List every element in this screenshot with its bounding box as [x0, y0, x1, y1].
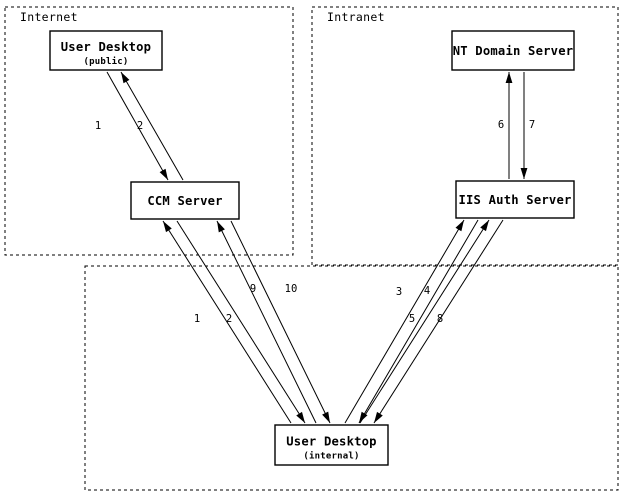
edge-line-edge-4	[358, 219, 479, 424]
arrow-head-edge-7	[520, 168, 528, 179]
arrow-head-edge-3	[455, 220, 464, 232]
zones-layer: Internet Intranet	[4, 6, 619, 491]
arrow-head-edge-10	[322, 411, 330, 423]
node-box-user-desktop-public[interactable]	[49, 30, 163, 71]
edge-edge-8	[373, 219, 504, 424]
edge-line-edge-5	[359, 219, 490, 424]
edge-edge-2-public	[120, 71, 184, 181]
edge-edge-10	[230, 220, 331, 424]
node-subtitle-user-desktop-public: (public)	[84, 56, 129, 67]
edge-line-edge-10	[230, 220, 331, 424]
edge-label-edge-7: 7	[529, 119, 535, 131]
edge-line-edge-8	[373, 219, 504, 424]
node-nt-domain-server[interactable]: NT Domain Server	[451, 30, 575, 71]
edge-edge-1-public	[106, 71, 169, 181]
node-box-user-desktop-internal[interactable]	[274, 424, 389, 466]
edge-line-edge-2-internal	[176, 220, 306, 424]
edge-edge-5	[359, 219, 490, 424]
edge-line-edge-2-public	[120, 71, 184, 181]
node-subtitle-user-desktop-internal: (internal)	[303, 451, 359, 462]
zone-label-internet: Internet	[20, 10, 78, 24]
node-box-ccm-server[interactable]	[130, 181, 240, 220]
edge-label-edge-1-internal: 1	[194, 313, 200, 325]
node-ccm-server[interactable]: CCM Server	[130, 181, 240, 220]
arrow-head-edge-2-internal	[296, 411, 305, 423]
nodes-layer: User Desktop (public) CCM Server NT Domain …	[49, 30, 575, 466]
edge-label-edge-2-internal: 2	[226, 313, 232, 325]
edge-label-edge-6: 6	[498, 119, 504, 131]
edge-edge-1-internal	[162, 220, 292, 424]
arrow-head-edge-9	[217, 221, 225, 233]
arrow-head-edge-1-public	[159, 168, 168, 180]
node-user-desktop-internal[interactable]: User Desktop (internal)	[274, 424, 389, 466]
node-iis-auth-server[interactable]: IIS Auth Server	[455, 180, 575, 219]
edge-label-edge-3: 3	[396, 286, 402, 298]
edges-layer	[106, 71, 528, 424]
edge-line-edge-3	[344, 219, 465, 424]
arrow-head-edge-8	[374, 411, 383, 423]
edge-edge-2-internal	[176, 220, 306, 424]
edge-edge-3	[344, 219, 465, 424]
node-title-iis-auth-server: IIS Auth Server	[458, 193, 571, 207]
edge-label-edge-4: 4	[424, 285, 430, 297]
edge-edge-7	[520, 72, 528, 179]
node-title-user-desktop-internal: User Desktop	[286, 435, 376, 449]
edge-label-edge-8: 8	[437, 313, 443, 325]
arrow-head-edge-2-public	[121, 72, 130, 84]
arrow-head-edge-6	[505, 72, 513, 83]
node-title-ccm-server: CCM Server	[147, 194, 222, 208]
node-title-nt-domain-server: NT Domain Server	[453, 44, 574, 58]
edge-label-edge-1-public: 1	[95, 120, 101, 132]
node-user-desktop-public[interactable]: User Desktop (public)	[49, 30, 163, 71]
edge-edge-9	[216, 220, 317, 424]
edge-label-edge-2-public: 2	[137, 120, 143, 132]
zone-boundary-intranet	[311, 6, 619, 266]
edge-labels-layer: 1 2 6 7 1 2 9 10 3 4 5 8	[95, 119, 535, 325]
edge-edge-6	[505, 72, 513, 179]
zone-boundary-internet	[4, 6, 294, 256]
edge-label-edge-10: 10	[285, 283, 298, 295]
node-box-nt-domain-server[interactable]	[451, 30, 575, 71]
zone-boundary-internal	[84, 265, 619, 491]
arrow-head-edge-5	[480, 220, 489, 232]
node-box-iis-auth-server[interactable]	[455, 180, 575, 219]
zone-label-intranet: Intranet	[327, 10, 385, 24]
edge-edge-4	[358, 219, 479, 424]
edge-line-edge-9	[216, 220, 317, 424]
edge-line-edge-1-public	[106, 71, 169, 181]
arrow-head-edge-1-internal	[163, 221, 172, 233]
edge-line-edge-1-internal	[162, 220, 292, 424]
edge-label-edge-5: 5	[409, 313, 415, 325]
node-title-user-desktop-public: User Desktop	[61, 40, 151, 54]
edge-label-edge-9: 9	[250, 283, 256, 295]
